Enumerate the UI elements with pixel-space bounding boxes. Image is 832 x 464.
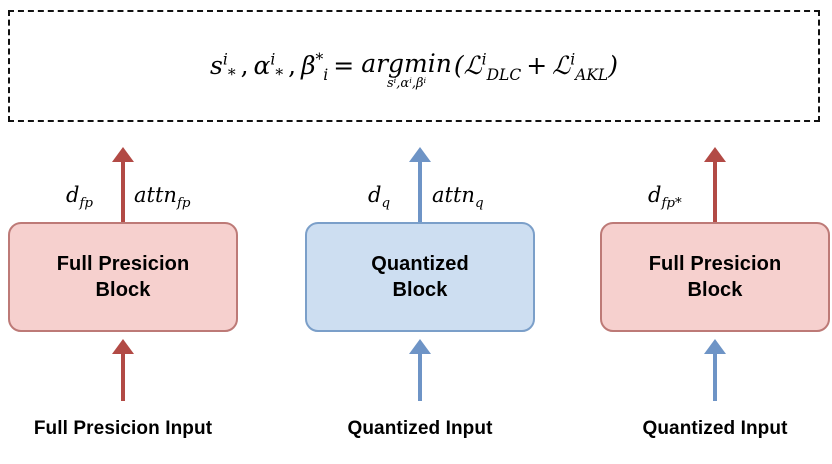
quantized-block-middle[interactable]: Quantized Block [305,222,535,332]
objective-equation-box: si*,αi*,β*i = argmin sⁱ,αⁱ,βⁱ (ℒiDLC+ℒiA… [8,10,820,122]
arrowhead-up-icon [704,339,726,354]
arrow-shaft [713,158,717,223]
s-subscript: * [227,66,236,85]
loss-akl-symbol: ℒ [552,51,571,81]
input-caption-quantized-right: Quantized Input [642,418,788,439]
beta-symbol: β [301,51,316,81]
alpha-symbol: α [253,51,271,81]
s-superscript: i [222,51,228,70]
label-d-fp-star: dfp* [648,183,682,212]
loss-akl-superscript: i [570,51,576,70]
argmin-subscript: sⁱ,αⁱ,βⁱ [387,75,427,91]
argmin-operator: argmin sⁱ,αⁱ,βⁱ [361,51,452,91]
input-arrow-quantized-right [704,339,726,401]
output-arrow-full-precision-left [112,147,134,223]
arrow-shaft [418,158,422,223]
output-arrow-quantized [409,147,431,223]
plus-sign: + [526,51,548,81]
loss-dlc-symbol: ℒ [463,51,482,81]
label-d-q: dq [368,183,391,212]
beta-superscript: * [315,51,324,70]
arrowhead-up-icon [112,339,134,354]
open-paren: ( [453,51,464,81]
block-label: Full Presicion Block [56,253,190,301]
loss-dlc-subscript: DLC [486,66,522,85]
equals-sign: = [333,51,355,81]
alpha-superscript: i [270,51,276,70]
input-arrow-quantized-middle [409,339,431,401]
label-d-fp-star-subscript: fp* [661,196,682,212]
argmin-label: argmin [361,48,452,78]
input-caption-full-precision: Full Presicion Input [33,418,213,439]
input-arrow-full-precision-left [112,339,134,401]
arrowhead-up-icon [704,147,726,162]
arrowhead-up-icon [409,339,431,354]
label-d-q-subscript: q [381,196,391,212]
objective-equation: si*,αi*,β*i = argmin sⁱ,αⁱ,βⁱ (ℒiDLC+ℒiA… [210,46,618,91]
arrowhead-up-icon [112,147,134,162]
loss-akl-subscript: AKL [575,66,609,85]
label-d-fp-subscript: fp [79,196,94,212]
input-caption-quantized-middle: Quantized Input [347,418,493,439]
arrow-shaft [121,350,125,401]
equation-lhs: si*,αi*,β*i [210,51,329,85]
comma-1: , [240,51,249,81]
loss-dlc-superscript: i [481,51,487,70]
full-precision-block-right[interactable]: Full Presicion Block [600,222,830,332]
arrowhead-up-icon [409,147,431,162]
label-attn-q: attnq [432,183,484,212]
arrow-shaft [713,350,717,401]
arrow-shaft [418,350,422,401]
output-arrow-full-precision-right [704,147,726,223]
label-attn-fp-subscript: fp [176,196,191,212]
label-attn-fp: attnfp [134,183,191,212]
block-label: Quantized Block [371,253,469,301]
arrow-shaft [121,158,125,223]
equation-rhs: (ℒiDLC+ℒiAKL) [453,51,618,83]
beta-subscript: i [323,66,329,85]
label-attn-q-subscript: q [474,196,484,212]
alpha-subscript: * [275,66,284,85]
comma-2: , [288,51,297,81]
close-paren: ) [608,51,618,81]
full-precision-block-left[interactable]: Full Presicion Block [8,222,238,332]
block-label: Full Presicion Block [648,253,782,301]
label-d-fp: dfp [66,183,94,212]
